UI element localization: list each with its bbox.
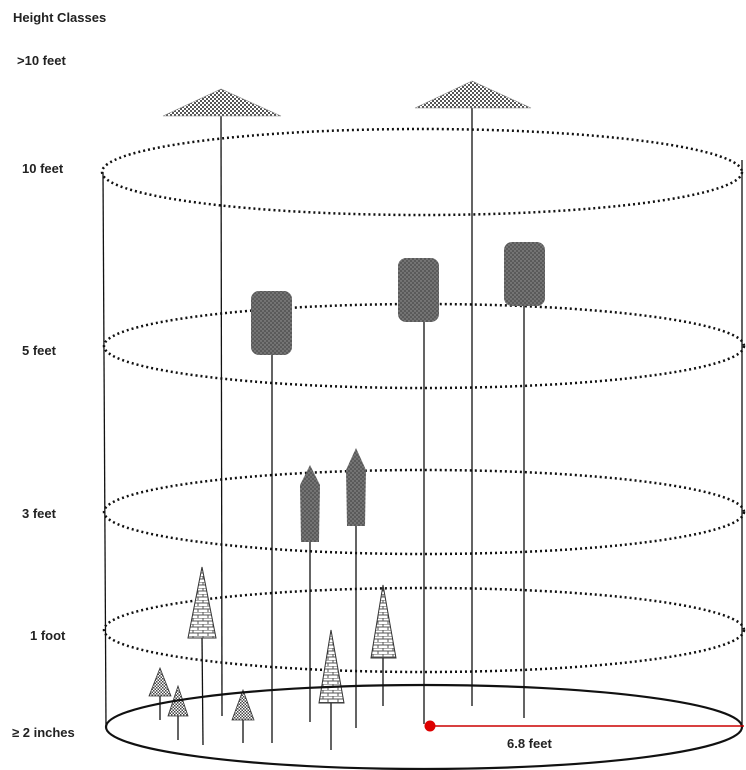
plant-3ft-2 — [346, 448, 366, 526]
ring-1ft — [102, 586, 746, 674]
diagram-title: Height Classes — [13, 10, 106, 25]
tree-canopy-right — [414, 80, 532, 109]
height-label-5ft: 5 feet — [22, 343, 57, 358]
ring-3ft — [102, 468, 746, 556]
plant-3ft-1 — [300, 465, 320, 542]
conifer-1ft-3 — [318, 629, 345, 704]
conifer-1ft-1 — [187, 566, 217, 639]
ring-5ft — [102, 302, 746, 390]
height-label-10ft: 10 feet — [22, 161, 64, 176]
height-label-above-10ft: >10 feet — [17, 53, 66, 68]
shrub-5ft-2 — [398, 258, 439, 322]
radius-label: 6.8 feet — [507, 736, 552, 751]
ring-10ft — [100, 127, 744, 217]
plot-base — [104, 683, 744, 770]
conifer-1ft-2 — [370, 584, 397, 659]
plant-stems — [159, 106, 525, 750]
cylinder-left-edge — [102, 171, 107, 728]
shrub-5ft-1 — [251, 291, 292, 355]
tree-canopy-left — [162, 88, 282, 117]
height-label-2in: ≥ 2 inches — [12, 725, 75, 740]
plot-center-dot — [424, 720, 436, 732]
height-label-3ft: 3 feet — [22, 506, 57, 521]
shrub-5ft-3 — [504, 242, 545, 306]
seedling-3 — [231, 688, 255, 721]
seedling-1 — [148, 666, 172, 697]
height-label-1ft: 1 foot — [30, 628, 66, 643]
